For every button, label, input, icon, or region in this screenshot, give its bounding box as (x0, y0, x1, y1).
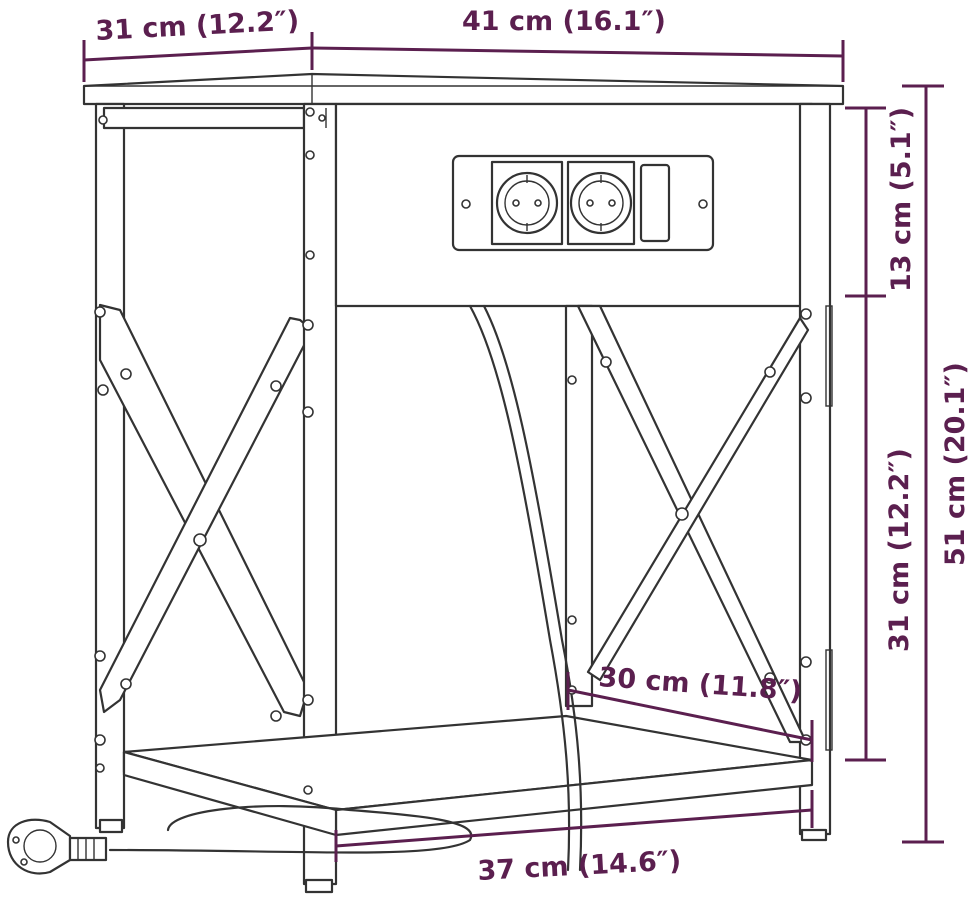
usb-port-icon (639, 163, 671, 243)
power-cable (108, 304, 583, 872)
bottom-shelf (98, 714, 814, 837)
power-plug-icon (6, 818, 108, 875)
socket-panel (451, 154, 715, 252)
width-top-label: 41 cm (16.1″) (462, 6, 666, 37)
power-socket-icon (566, 160, 636, 246)
bottom-width-label: 37 cm (14.6″) (477, 845, 682, 887)
right-side-frame (564, 102, 833, 842)
dimension-lines (82, 32, 944, 862)
power-socket-icon (490, 160, 564, 246)
total-height-label: 51 cm (20.1″) (940, 362, 971, 566)
drawer-height-label: 13 cm (5.1″) (886, 107, 917, 292)
open-height-label: 31 cm (12.2″) (884, 448, 915, 652)
tabletop (82, 72, 845, 106)
depth-top-label: 31 cm (12.2″) (95, 5, 300, 47)
